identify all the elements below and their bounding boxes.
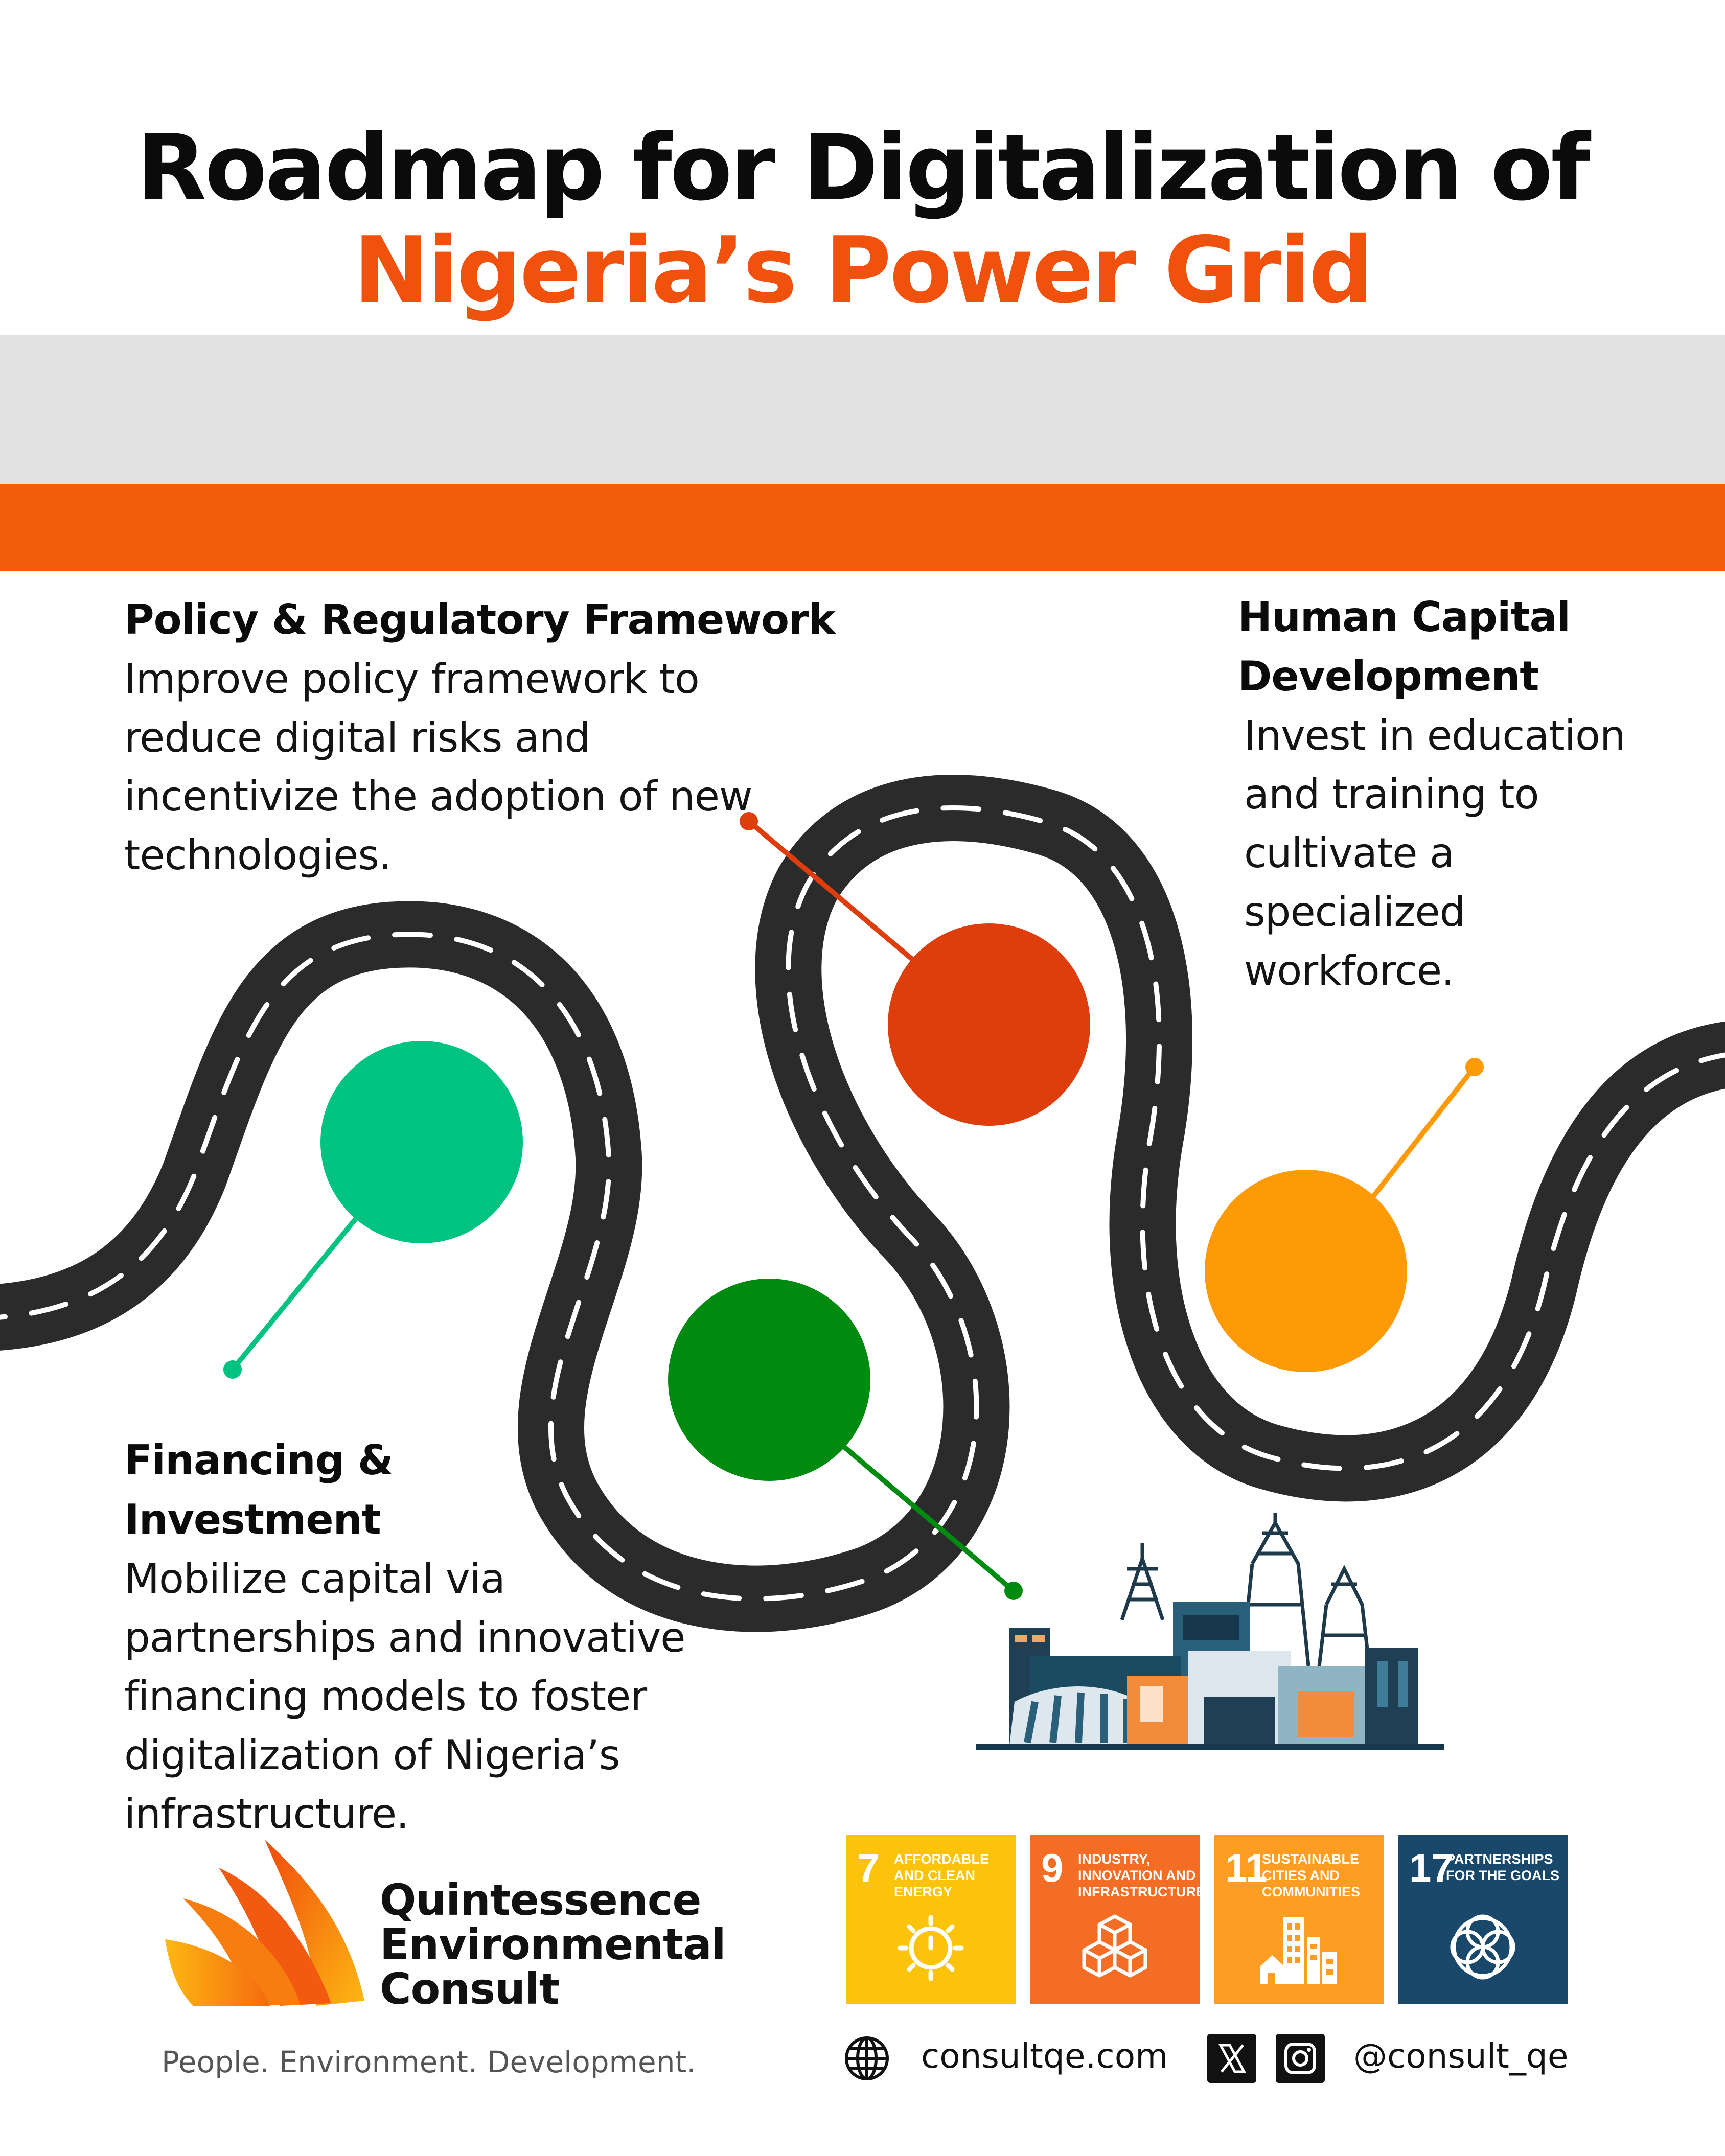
human-connector-dot xyxy=(1465,1058,1484,1076)
policy-section: Policy & Regulatory Framework Improve po… xyxy=(124,590,865,885)
human-heading-line-2: Development xyxy=(1238,653,1539,700)
website-link[interactable]: consultqe.com xyxy=(921,2036,1168,2076)
tech-marker xyxy=(888,923,1090,1126)
human-body-line-1: Invest in education xyxy=(1244,712,1626,759)
human-body-line-5: workforce. xyxy=(1244,947,1454,994)
brand-logo-icon xyxy=(165,1840,364,2006)
globe-icon xyxy=(845,2036,889,2080)
financing-marker xyxy=(668,1279,870,1481)
instagram-icon[interactable] xyxy=(1276,2034,1325,2083)
sdg-number: 11 xyxy=(1225,1845,1268,1890)
financing-heading-line-1: Financing & xyxy=(124,1436,394,1484)
tech-connector-line xyxy=(747,819,922,968)
x-social-icon[interactable] xyxy=(1207,2034,1256,2083)
policy-heading: Policy & Regulatory Framework xyxy=(124,596,836,643)
policy-body-line-1: Improve policy framework to xyxy=(124,655,700,703)
policy-body-line-2: reduce digital risks and xyxy=(124,714,590,761)
policy-marker xyxy=(320,1041,523,1243)
financing-section: Financing & Investment Mobilize capital … xyxy=(124,1431,789,1843)
cubes-icon xyxy=(1082,1914,1147,1978)
brand-name-line-2: Environmental xyxy=(380,1919,726,1969)
orange-band xyxy=(0,484,1725,571)
sdg-label: Sustainable cities and communities xyxy=(1262,1851,1360,1899)
human-capital-section: Human Capital Development Invest in educ… xyxy=(1238,588,1698,1000)
financing-body-line-4: digitalization of Nigeria’s xyxy=(124,1731,620,1779)
human-connector-line xyxy=(1368,1065,1477,1203)
sdg-tile-17: 17 Partnerships for the goals xyxy=(1398,1835,1568,2004)
policy-body-line-3: incentivize the adoption of new xyxy=(124,773,752,820)
financing-connector-line xyxy=(841,1444,1016,1593)
sdg-number: 9 xyxy=(1041,1845,1064,1890)
rings-icon xyxy=(1450,1914,1515,1980)
policy-connector-dot xyxy=(223,1360,242,1379)
policy-body-line-4: technologies. xyxy=(124,831,392,879)
sdg-tile-11: 11 Sustainable cities and communities xyxy=(1214,1835,1384,2004)
social-handle[interactable]: @consult_qe xyxy=(1353,2036,1569,2076)
sdg-number: 17 xyxy=(1409,1845,1454,1890)
human-heading-line-1: Human Capital xyxy=(1238,593,1571,641)
financing-heading-line-2: Investment xyxy=(124,1496,381,1543)
sdg-label: Partnerships for the goals xyxy=(1446,1851,1559,1883)
financing-body-line-5: infrastructure. xyxy=(124,1790,409,1838)
brand-name: Quintessence Environmental Consult xyxy=(380,1878,726,2011)
financing-body-line-2: partnerships and innovative xyxy=(124,1614,685,1661)
human-body-line-3: cultivate a xyxy=(1244,829,1455,877)
sdg-tile-9: 9 Industry, innovation and infrastructur… xyxy=(1030,1835,1205,2004)
human-marker xyxy=(1205,1170,1407,1372)
title-line-1: Roadmap for Digitalization of xyxy=(136,115,1590,221)
tech-connector-dot xyxy=(740,812,758,830)
brand-name-line-1: Quintessence xyxy=(380,1875,701,1925)
brand-tagline: People. Environment. Development. xyxy=(162,2045,696,2079)
sdg-number: 7 xyxy=(857,1845,880,1890)
sdg-tile-7: 7 Affordable and clean energy xyxy=(846,1835,1016,2004)
financing-connector-dot xyxy=(1004,1582,1023,1600)
human-body: Invest in education and training to cult… xyxy=(1238,706,1698,1000)
sdg-label: Affordable and clean energy xyxy=(894,1851,989,1899)
title-line-2: Nigeria’s Power Grid xyxy=(353,217,1374,323)
policy-connector-line xyxy=(231,1214,360,1372)
gray-band xyxy=(0,335,1725,484)
sdg-label: Industry, innovation and infrastructure xyxy=(1078,1851,1205,1899)
human-body-line-4: specialized xyxy=(1244,888,1465,936)
human-body-line-2: and training to xyxy=(1244,771,1539,818)
financing-body-line-1: Mobilize capital via xyxy=(124,1555,505,1603)
road-lane-dashes xyxy=(0,805,1725,1602)
financing-body-line-3: financing models to foster xyxy=(124,1673,647,1720)
brand-name-line-3: Consult xyxy=(380,1964,560,2014)
city-icon xyxy=(1260,1917,1337,1984)
power-plant-icon xyxy=(976,1513,1444,1750)
sun-power-icon xyxy=(898,1915,964,1981)
